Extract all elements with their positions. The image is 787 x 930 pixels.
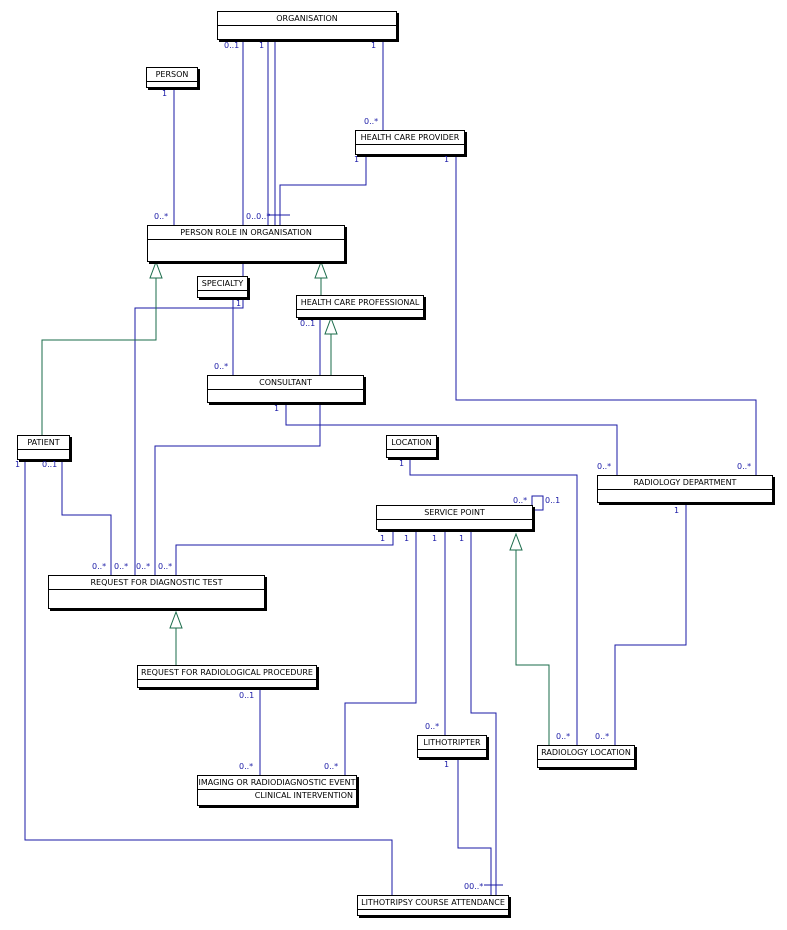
multiplicity-label: 1 <box>371 41 377 50</box>
multiplicity-label: 1 <box>354 155 360 164</box>
assoc-servicepoint-request <box>175 530 394 575</box>
class-name: REQUEST FOR DIAGNOSTIC TEST <box>49 576 264 590</box>
class-name: RADIOLOGY LOCATION <box>538 746 634 760</box>
class-lithotripsy-course-attendance[interactable]: LITHOTRIPSY COURSE ATTENDANCE <box>357 895 509 916</box>
class-name: SPECIALTY <box>198 277 247 291</box>
assoc-hcp-personrole <box>279 155 367 225</box>
multiplicity-label: 0..* <box>114 562 129 571</box>
multiplicity-label: 0..* <box>92 562 107 571</box>
class-name: CONSULTANT <box>208 376 363 390</box>
class-name-line2: CLINICAL INTERVENTION <box>254 791 353 800</box>
assoc-servicepoint-attendance <box>470 530 497 895</box>
assoc-organisation-patient <box>134 40 244 575</box>
assoc-patient-request <box>61 460 112 575</box>
gen-arrow-servicepoint-radlocation <box>509 532 523 551</box>
gen-radlocation-servicepoint <box>515 550 550 745</box>
assoc-patient-attendance <box>24 460 393 895</box>
multiplicity-label: 1 <box>459 534 465 543</box>
class-radiology-department[interactable]: RADIOLOGY DEPARTMENT <box>597 475 773 503</box>
multiplicity-label: 1 <box>274 404 280 413</box>
class-name: PATIENT <box>18 436 69 450</box>
class-request-for-diagnostic-test[interactable]: REQUEST FOR DIAGNOSTIC TEST <box>48 575 265 609</box>
multiplicity-label: 1 <box>399 459 405 468</box>
class-location[interactable]: LOCATION <box>386 435 437 458</box>
multiplicity-label: 0..1 <box>300 319 316 328</box>
multiplicity-label: 0..* <box>364 117 379 126</box>
class-name: HEALTH CARE PROVIDER <box>356 131 464 145</box>
class-name: ORGANISATION <box>218 12 396 26</box>
multiplicity-label: 1 <box>236 299 242 308</box>
assoc-hcp-raddept <box>455 155 757 475</box>
class-consultant[interactable]: CONSULTANT <box>207 375 364 403</box>
multiplicity-label: 0..* <box>513 496 528 505</box>
class-specialty[interactable]: SPECIALTY <box>197 276 248 298</box>
multiplicity-label: 0..* <box>158 562 173 571</box>
class-name: REQUEST FOR RADIOLOGICAL PROCEDURE <box>138 666 316 680</box>
assoc-hcp-request <box>154 318 321 575</box>
multiplicity-label: 1 <box>432 534 438 543</box>
class-name: HEALTH CARE PROFESSIONAL <box>297 296 423 310</box>
multiplicity-label: 0..1 <box>42 460 58 469</box>
class-name: IMAGING OR RADIODIAGNOSTIC EVENT <box>198 776 356 790</box>
multiplicity-label: 00..* <box>464 882 484 891</box>
multiplicity-label: 1 <box>162 89 168 98</box>
class-organisation[interactable]: ORGANISATION <box>217 11 397 40</box>
gen-arrow-request-radprocedure <box>169 610 183 629</box>
class-name: LITHOTRIPTER <box>418 736 486 750</box>
assoc-lithotripter-attendance <box>457 758 492 895</box>
multiplicity-label: 0..* <box>136 562 151 571</box>
class-name: LITHOTRIPSY COURSE ATTENDANCE <box>358 896 508 910</box>
class-name: LOCATION <box>387 436 436 450</box>
gen-arrow-personrole-hcp <box>314 260 328 279</box>
multiplicity-label: 0..* <box>597 462 612 471</box>
multiplicity-label: 0..* <box>239 762 254 771</box>
multiplicity-label: 1 <box>444 760 450 769</box>
class-service-point[interactable]: SERVICE POINT <box>376 505 533 530</box>
multiplicity-label: 0..* <box>324 762 339 771</box>
class-radiology-location[interactable]: RADIOLOGY LOCATION <box>537 745 635 768</box>
assoc-raddept-radlocation <box>614 503 687 745</box>
multiplicity-label: 1 <box>444 155 450 164</box>
multiplicity-label: 1 <box>380 534 386 543</box>
multiplicity-label: 0..* <box>595 732 610 741</box>
class-lithotripter[interactable]: LITHOTRIPTER <box>417 735 487 758</box>
gen-patient-personrole <box>41 278 157 435</box>
multiplicity-label: 0..1 <box>545 496 561 505</box>
multiplicity-label: 1 <box>674 506 680 515</box>
assoc-servicepoint-self <box>531 495 544 511</box>
multiplicity-label: 1 <box>404 534 410 543</box>
class-health-care-provider[interactable]: HEALTH CARE PROVIDER <box>355 130 465 155</box>
class-person[interactable]: PERSON <box>146 67 198 88</box>
class-request-for-radiological-procedure[interactable]: REQUEST FOR RADIOLOGICAL PROCEDURE <box>137 665 317 688</box>
multiplicity-label: 1 <box>259 41 265 50</box>
assoc-servicepoint-imaging <box>344 530 417 775</box>
assoc-consultant-raddept <box>285 403 618 475</box>
class-health-care-professional[interactable]: HEALTH CARE PROFESSIONAL <box>296 295 424 318</box>
multiplicity-label: 0..* <box>154 212 169 221</box>
multiplicity-label: 0..* <box>214 362 229 371</box>
gen-arrow-hcp-consultant <box>324 316 338 335</box>
class-name: PERSON <box>147 68 197 82</box>
class-patient[interactable]: PATIENT <box>17 435 70 460</box>
multiplicity-label: 0..* <box>737 462 752 471</box>
multiplicity-label: 0..1 <box>224 41 240 50</box>
multiplicity-label: 0..1 <box>239 691 255 700</box>
class-name: RADIOLOGY DEPARTMENT <box>598 476 772 490</box>
class-person-role-in-organisation[interactable]: PERSON ROLE IN ORGANISATION <box>147 225 345 262</box>
multiplicity-label: 0..0..* <box>246 212 271 221</box>
assoc-location-radlocation <box>409 458 578 745</box>
class-name: SERVICE POINT <box>377 506 532 520</box>
multiplicity-label: 0..* <box>425 722 440 731</box>
gen-arrow-personrole-patient <box>149 260 163 279</box>
multiplicity-label: 1 <box>15 460 21 469</box>
class-name: PERSON ROLE IN ORGANISATION <box>148 226 344 240</box>
multiplicity-label: 0..* <box>556 732 571 741</box>
